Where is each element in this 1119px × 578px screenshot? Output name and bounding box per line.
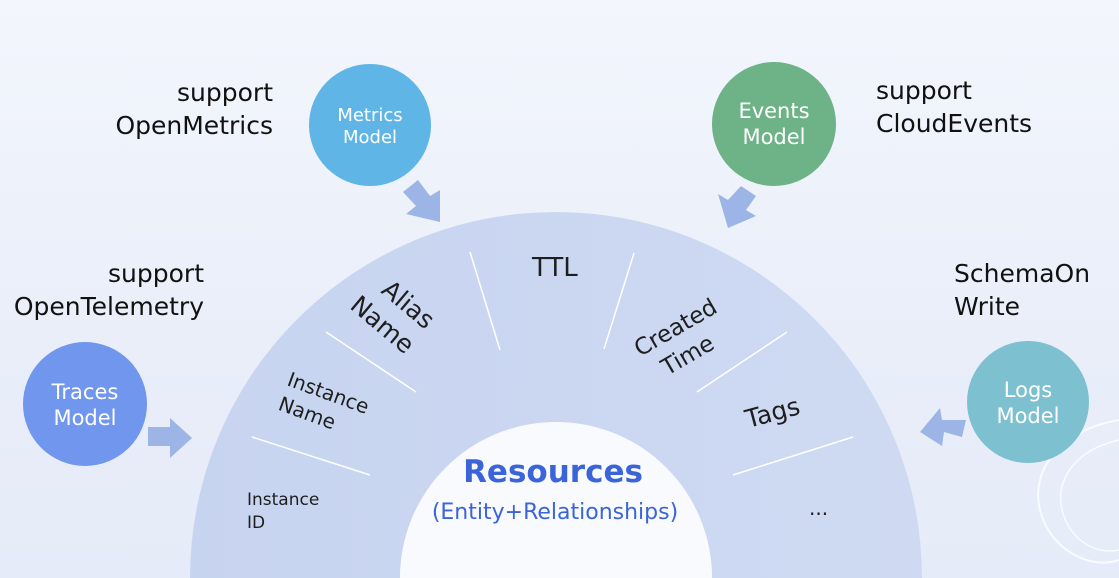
logs-model-line1: Logs [1004,378,1052,402]
support-cloudevents-line2: CloudEvents [876,109,1032,138]
support-opentelemetry: support OpenTelemetry [14,259,204,321]
events-model[interactable]: Events Model [712,62,836,186]
metrics-model-line1: Metrics [337,105,402,126]
arrows [148,180,966,458]
center-subtitle: (Entity+Relationships) [432,500,678,525]
metrics-model[interactable]: Metrics Model [309,64,431,186]
support-opentelemetry-line2: OpenTelemetry [14,292,204,321]
support-schemaonwrite-line1: SchemaOn [954,259,1090,288]
support-schemaonwrite-line2: Write [954,292,1020,321]
logs-model-line2: Model [996,404,1059,428]
segment-dividers [251,251,854,476]
arrow-events [718,186,756,228]
instance-id-line1: Instance [247,490,319,510]
segment-label-more: ... [809,496,828,520]
events-model-line1: Events [738,99,809,123]
support-opentelemetry-line1: support [108,259,204,288]
traces-model-circle [23,342,147,466]
traces-model[interactable]: Traces Model [23,342,147,466]
logs-model-circle [967,341,1089,463]
metrics-model-circle [309,64,431,186]
support-cloudevents: support CloudEvents [876,76,1032,138]
support-openmetrics-line1: support [177,78,273,107]
segment-label-instance-id: Instance ID [247,490,319,533]
arrow-traces [148,418,192,458]
traces-model-line2: Model [53,406,116,430]
resource-ring [190,212,922,578]
events-model-circle [712,62,836,186]
logs-model[interactable]: Logs Model [967,341,1089,463]
arrow-logs [920,408,966,446]
center-title: Resources [463,454,643,490]
support-openmetrics-line2: OpenMetrics [115,111,273,140]
arrow-metrics [403,180,440,222]
support-openmetrics: support OpenMetrics [115,78,273,140]
support-schemaonwrite: SchemaOn Write [954,259,1090,321]
events-model-line2: Model [742,125,805,149]
support-cloudevents-line1: support [876,76,972,105]
resource-center-disk [400,422,712,578]
segment-label-ttl: TTL [531,253,578,283]
traces-model-line1: Traces [51,380,119,404]
metrics-model-line2: Model [343,127,397,148]
instance-id-line2: ID [247,513,265,533]
